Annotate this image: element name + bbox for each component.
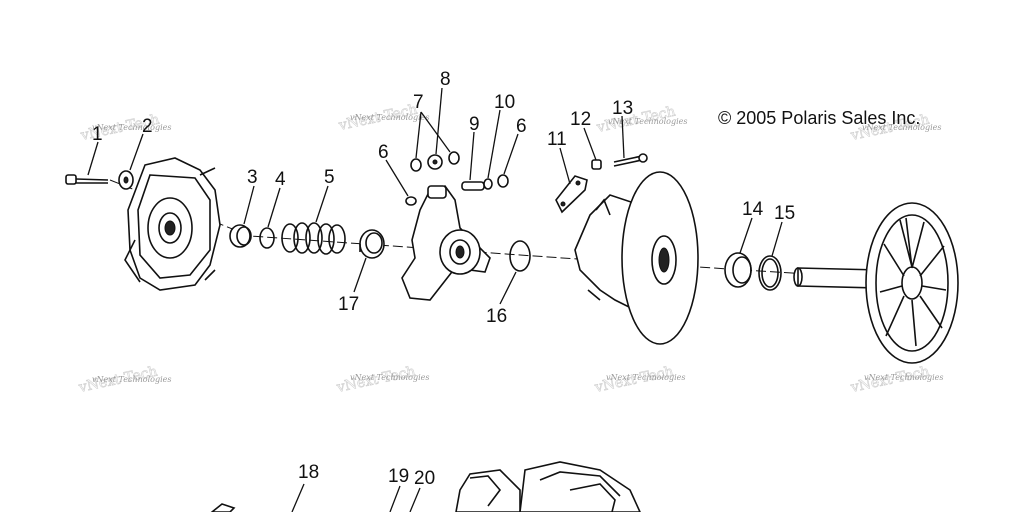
part-14-bushing — [724, 252, 752, 288]
callout-7: 7 — [413, 92, 424, 113]
callout-9: 9 — [469, 114, 480, 135]
part-11-weight — [555, 175, 588, 214]
watermark: vNext Technologies — [608, 117, 687, 126]
watermark: vNext Technologies — [606, 373, 685, 382]
callout-5: 5 — [324, 167, 335, 188]
callout-19: 19 — [388, 466, 409, 487]
part-2-washer — [118, 170, 134, 190]
watermark: vNext Technologies — [864, 373, 943, 382]
callout-15: 15 — [774, 203, 795, 224]
part-9-pin — [461, 181, 485, 191]
part-13-pin — [613, 153, 648, 167]
callout-2: 2 — [142, 116, 153, 137]
callout-labels: 1 2 3 4 5 6 6 7 8 9 10 11 12 13 14 15 16… — [92, 69, 795, 489]
part-6-roller-b — [497, 174, 509, 188]
callout-16: 16 — [486, 306, 507, 327]
callout-14: 14 — [742, 199, 764, 220]
watermark: vNext Technologies — [350, 373, 429, 382]
part-16-ring — [509, 240, 531, 272]
callout-18: 18 — [298, 462, 319, 483]
spider-assembly — [401, 185, 491, 301]
part-1-bolt — [65, 174, 109, 185]
watermark: vNext Technologies — [92, 375, 171, 384]
moveable-sheave — [574, 171, 699, 345]
leader-lines — [87, 87, 783, 512]
part-17-bushing — [359, 229, 385, 259]
part-5-spring — [281, 222, 346, 255]
part-15-ring — [758, 255, 782, 291]
part-4-ring — [259, 227, 275, 249]
fixed-sheave — [793, 202, 959, 364]
assembly-axis — [109, 179, 901, 281]
part-3-bushing — [229, 224, 252, 248]
callout-6b: 6 — [516, 116, 527, 137]
secondary-assembly-partial — [210, 461, 641, 512]
watermark: vNext Technologies — [92, 123, 171, 132]
part-7-washer — [410, 158, 422, 172]
copyright-notice: © 2005 Polaris Sales Inc. — [718, 108, 920, 128]
watermark: vNext Technologies — [350, 113, 429, 122]
callout-1: 1 — [92, 124, 103, 145]
callout-12: 12 — [570, 109, 591, 130]
part-12-nut — [591, 159, 602, 170]
callout-11: 11 — [547, 129, 567, 150]
callout-6a: 6 — [378, 142, 389, 163]
callout-10: 10 — [494, 92, 515, 113]
callout-4: 4 — [275, 169, 286, 190]
part-7-washer-b — [448, 151, 460, 165]
callout-13: 13 — [612, 98, 633, 119]
callout-8: 8 — [440, 69, 451, 90]
part-6-roller — [405, 196, 417, 206]
callout-17: 17 — [338, 294, 359, 315]
callout-3: 3 — [247, 167, 258, 188]
part-8-bushing — [427, 154, 443, 170]
callout-20: 20 — [414, 468, 435, 489]
part-10-washer — [483, 178, 493, 190]
watermark: vNext Technologies — [862, 123, 941, 132]
drive-clutch-cover — [124, 157, 221, 291]
